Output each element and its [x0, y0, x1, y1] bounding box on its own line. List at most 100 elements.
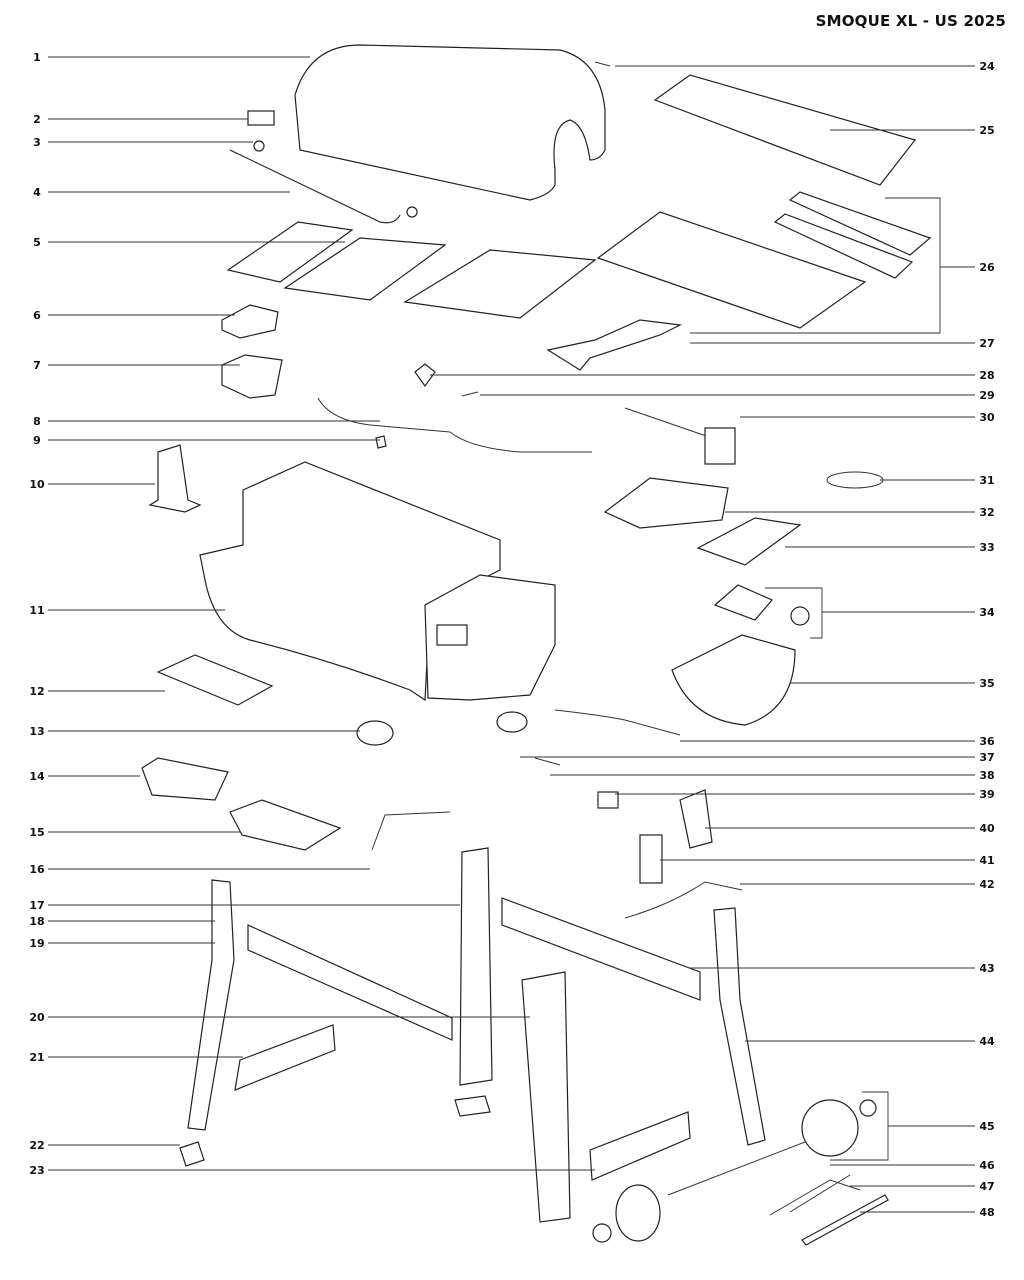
part-drip-pan: [229, 799, 342, 851]
part-label-9: 9: [33, 434, 41, 447]
part-label-15: 15: [29, 826, 44, 839]
part-label-26: 26: [979, 261, 995, 274]
part-frame-12: [156, 654, 274, 706]
part-wheel-45: [801, 1099, 859, 1157]
part-label-19: 19: [29, 937, 44, 950]
part-cord: [826, 471, 884, 489]
part-leg-44: [713, 907, 766, 1146]
group-bracket: [765, 587, 823, 639]
part-leg-17: [459, 847, 493, 1086]
part-label-5: 5: [33, 236, 41, 249]
part-ash-bucket: [671, 634, 796, 726]
part-label-31: 31: [979, 474, 994, 487]
part-29: [461, 391, 479, 397]
leader-lines: [48, 56, 975, 1213]
part-drip-tray: [596, 211, 867, 329]
part-label-35: 35: [979, 677, 994, 690]
part-label-2: 2: [33, 113, 41, 126]
part-label-13: 13: [29, 725, 44, 738]
part-label-25: 25: [979, 124, 994, 137]
part-auger-motor: [704, 427, 736, 465]
part-label-17: 17: [29, 899, 44, 912]
part-grease-tray: [141, 757, 229, 801]
part-badge: [247, 110, 275, 126]
part-label-45: 45: [979, 1120, 994, 1133]
part-leg-20: [521, 971, 571, 1223]
part-number-labels: 1234567891011121314151617181920212223242…: [29, 51, 995, 1219]
part-label-10: 10: [29, 478, 45, 491]
part-label-6: 6: [33, 309, 41, 322]
part-clip-9: [375, 435, 387, 449]
part-label-38: 38: [979, 769, 994, 782]
part-label-29: 29: [979, 389, 994, 402]
part-pellet-hopper: [424, 574, 556, 701]
part-handle-mount: [406, 206, 418, 218]
part-label-37: 37: [979, 751, 994, 764]
part-side-handle: [371, 811, 451, 851]
part-40: [679, 789, 713, 849]
part-bracket-27: [546, 319, 683, 371]
part-label-22: 22: [29, 1139, 44, 1152]
part-label-42: 42: [979, 878, 994, 891]
part-label-34: 34: [979, 606, 995, 619]
part-label-41: 41: [979, 854, 994, 867]
part-38: [534, 757, 561, 766]
part-barrel: [199, 461, 501, 702]
part-label-16: 16: [29, 863, 45, 876]
part-41: [639, 834, 663, 884]
part-label-24: 24: [979, 60, 995, 73]
part-label-44: 44: [979, 1035, 995, 1048]
part-wheel-front: [615, 1184, 661, 1242]
part-rear-panel: [501, 897, 701, 1001]
part-motor: [356, 720, 394, 746]
part-leg-18: [187, 879, 235, 1131]
part-auger: [624, 407, 713, 439]
part-label-36: 36: [979, 735, 995, 748]
part-34: [713, 584, 773, 621]
part-label-30: 30: [979, 411, 995, 424]
part-chimney: [148, 444, 202, 513]
part-shelf-23: [589, 1111, 691, 1181]
part-bracket-6: [221, 304, 279, 339]
part-tool-48: [801, 1194, 889, 1246]
part-grates: [226, 221, 597, 319]
part-label-18: 18: [29, 915, 44, 928]
part-label-8: 8: [33, 415, 41, 428]
part-label-7: 7: [33, 359, 41, 372]
part-label-40: 40: [979, 822, 995, 835]
part-wire-rack: [696, 517, 802, 566]
part-label-23: 23: [29, 1164, 44, 1177]
part-label-48: 48: [979, 1206, 994, 1219]
part-label-21: 21: [29, 1051, 44, 1064]
part-label-28: 28: [979, 369, 994, 382]
group-bracket: [690, 197, 941, 334]
part-label-14: 14: [29, 770, 45, 783]
part-label-43: 43: [979, 962, 994, 975]
part-label-33: 33: [979, 541, 994, 554]
part-label-3: 3: [33, 136, 41, 149]
part-side-shelf: [603, 477, 729, 529]
part-label-47: 47: [979, 1180, 994, 1193]
part-upper-rack: [653, 74, 917, 186]
part-front-panel: [247, 924, 453, 1041]
part-label-11: 11: [29, 604, 44, 617]
group-bracket: [830, 1091, 889, 1161]
part-igniter-rod: [317, 397, 592, 453]
part-28: [414, 363, 436, 388]
part-label-32: 32: [979, 506, 994, 519]
part-pin-24: [594, 61, 611, 67]
part-label-1: 1: [33, 51, 41, 64]
part-label-39: 39: [979, 788, 994, 801]
part-42: [624, 881, 743, 919]
part-bumper: [253, 140, 265, 152]
parts-drawings: [141, 44, 932, 1246]
part-label-4: 4: [33, 186, 41, 199]
part-heat-deflector: [788, 191, 932, 256]
part-axle: [667, 1141, 806, 1196]
part-label-12: 12: [29, 685, 44, 698]
part-foot-17: [454, 1095, 491, 1117]
part-label-27: 27: [979, 337, 994, 350]
part-label-46: 46: [979, 1159, 995, 1172]
diagram-title: SMOQUE XL - US 2025: [815, 12, 1006, 30]
